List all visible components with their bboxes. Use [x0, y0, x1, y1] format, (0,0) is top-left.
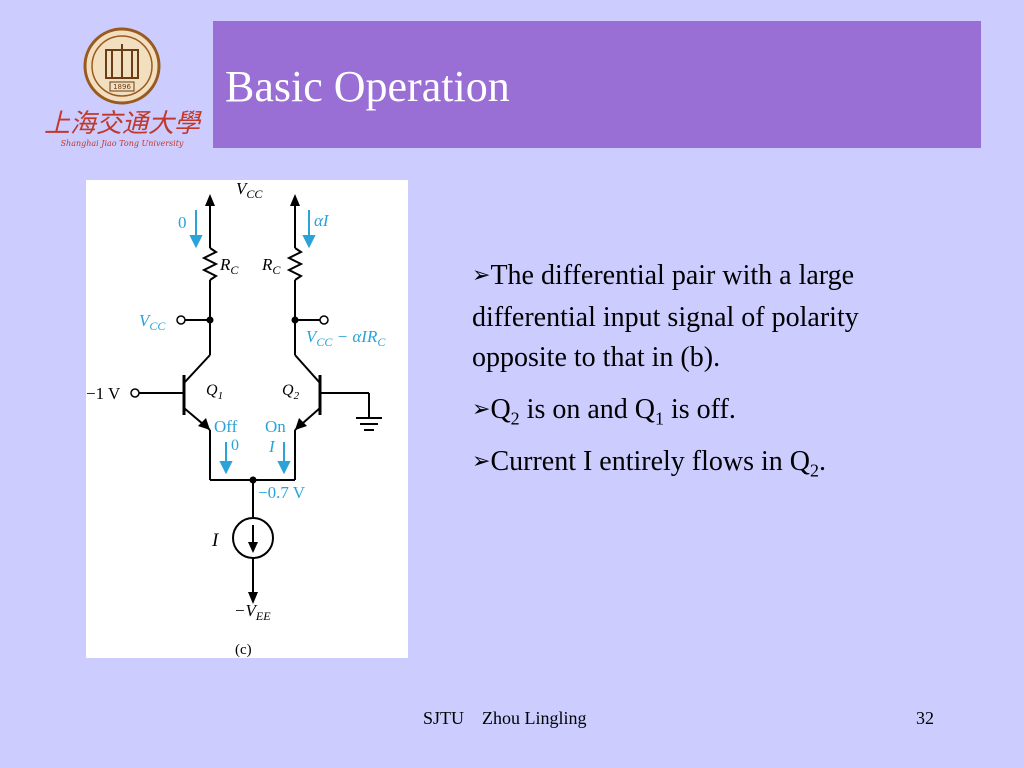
- left-supply-arrow: [205, 194, 215, 206]
- bullet-text: is on and Q: [519, 394, 655, 425]
- bullet-arrow-icon: ➢: [472, 263, 491, 288]
- q1-emitter-current-arrow: [219, 461, 233, 475]
- q1-state-label: Off: [214, 417, 238, 436]
- bullet-text: is off.: [664, 394, 736, 425]
- footer-author-name: Zhou Lingling: [482, 708, 587, 728]
- bullet-text: The differential pair with a large diffe…: [472, 260, 859, 373]
- bullet-text: Current I entirely flows in Q: [490, 446, 811, 477]
- q1-current-label: 0: [231, 437, 239, 454]
- differential-pair-circuit: VCC RC RC −1 V Q1 Q2 I −VEE (c) 0 αI VCC…: [86, 180, 386, 658]
- q1-label: Q1: [206, 382, 223, 402]
- figure-caption: (c): [235, 642, 252, 658]
- emitter-node: [249, 476, 257, 484]
- logo-name-en: Shanghai Jiao Tong University: [61, 139, 184, 148]
- left-output-node: [206, 316, 214, 324]
- bullet-item: ➢Q2 is on and Q1 is off.: [472, 390, 942, 432]
- title-bar: Basic Operation: [213, 21, 981, 148]
- right-output-node: [291, 316, 299, 324]
- node-voltage-label: −0.7 V: [258, 483, 306, 502]
- right-output-label: VCC − αIRC: [306, 327, 386, 349]
- q2-emitter-current-arrow: [277, 461, 291, 475]
- bullet-item: ➢Current I entirely flows in Q2.: [472, 442, 942, 484]
- input-voltage-label: −1 V: [86, 384, 121, 403]
- rc-left-label: RC: [219, 255, 239, 277]
- q2-label: Q2: [282, 382, 300, 402]
- bullet-list: ➢The differential pair with a large diff…: [472, 256, 942, 494]
- left-current-label: 0: [178, 213, 187, 232]
- bullet-arrow-icon: ➢: [472, 449, 491, 474]
- footer-author: SJTU Zhou Lingling: [423, 708, 587, 729]
- input-terminal: [130, 388, 140, 398]
- bullet-subscript: 1: [655, 408, 664, 429]
- vcc-label: VCC: [236, 180, 263, 201]
- right-output-terminal: [319, 315, 329, 325]
- left-current-arrow: [189, 235, 203, 249]
- q2-current-label: I: [268, 437, 276, 456]
- circuit-figure: VCC RC RC −1 V Q1 Q2 I −VEE (c) 0 αI VCC…: [86, 180, 408, 658]
- bullet-subscript: 2: [810, 460, 820, 481]
- rc-left-resistor: [201, 247, 219, 281]
- university-logo: 1896 上海交通大學 Shanghai Jiao Tong Universit…: [38, 22, 206, 152]
- left-output-label: VCC: [139, 311, 166, 333]
- bullet-text: Q: [490, 394, 511, 425]
- logo-name-cn: 上海交通大學: [44, 109, 202, 139]
- university-seal-icon: 1896 上海交通大學 Shanghai Jiao Tong Universit…: [44, 27, 202, 148]
- footer-org: SJTU: [423, 708, 465, 728]
- q2-state-label: On: [265, 417, 286, 436]
- page-number: 32: [916, 708, 934, 728]
- rc-right-resistor: [286, 247, 304, 281]
- bullet-text: .: [819, 446, 827, 477]
- bullet-subscript: 2: [510, 408, 520, 429]
- vee-label: −VEE: [234, 601, 271, 623]
- right-supply-arrow: [290, 194, 300, 206]
- right-current-arrow: [302, 235, 316, 249]
- slide-title: Basic Operation: [225, 62, 510, 111]
- seal-year: 1896: [113, 83, 131, 91]
- left-output-terminal: [176, 315, 186, 325]
- bullet-arrow-icon: ➢: [472, 397, 491, 422]
- current-source-label: I: [211, 530, 220, 551]
- bullet-item: ➢The differential pair with a large diff…: [472, 256, 942, 378]
- vee-arrow: [248, 592, 258, 604]
- right-current-label: αI: [314, 211, 330, 230]
- rc-right-label: RC: [261, 255, 281, 277]
